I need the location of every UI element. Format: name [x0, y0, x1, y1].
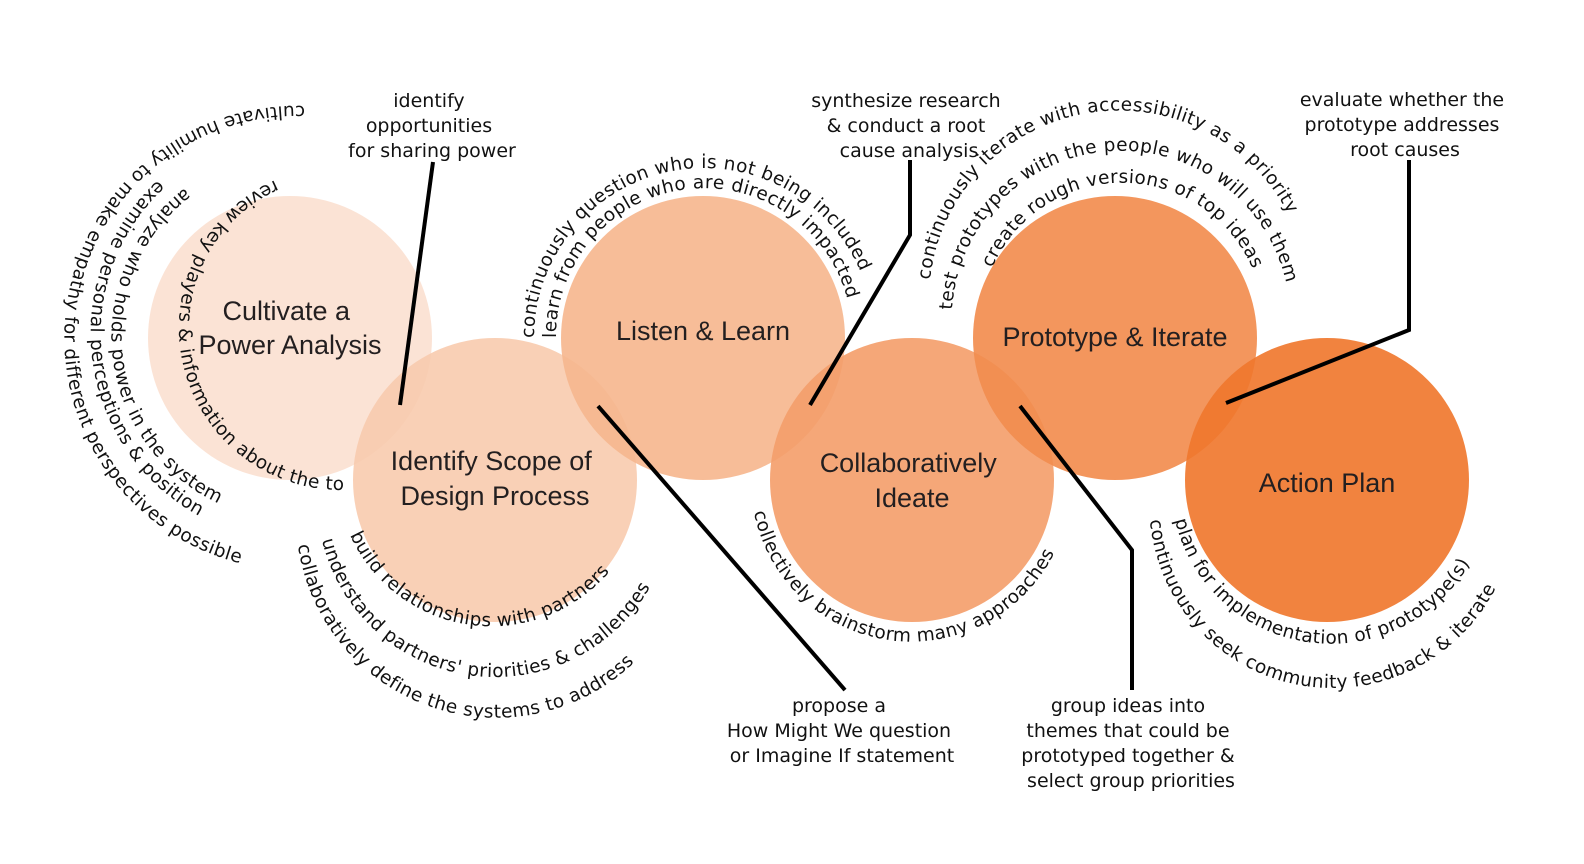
stage-title-prototype-iterate: Prototype & Iterate: [1002, 322, 1227, 352]
leader-line-synthesize: [808, 160, 912, 407]
leader-line-sharing-power: [398, 161, 435, 406]
stage-circle-collaboratively-ideate[interactable]: [770, 338, 1054, 622]
stage-title-listen-learn: Listen & Learn: [616, 316, 790, 346]
stage-title-identify-scope: Identify Scope of Design Process: [391, 446, 600, 511]
callouts: identify opportunities for sharing power…: [348, 89, 1510, 792]
callout-evaluate: evaluate whether the prototype addresses…: [1300, 89, 1510, 161]
leader-line-propose: [596, 404, 847, 692]
stage-title-power-analysis: Cultivate a Power Analysis: [198, 296, 381, 360]
leader-line-evaluate: [1225, 160, 1411, 405]
stage-titles: Cultivate a Power Analysis Identify Scop…: [198, 296, 1395, 513]
stage-circle-action-plan[interactable]: [1185, 338, 1469, 622]
callout-propose: propose a How Might We question or Imagi…: [727, 695, 957, 767]
callout-sharing-power: identify opportunities for sharing power: [348, 90, 516, 162]
stage-circle-prototype-iterate[interactable]: [973, 196, 1257, 480]
stage-circles: [148, 196, 1469, 622]
stage-circle-identify-scope[interactable]: [353, 338, 637, 622]
stage-title-collaboratively-ideate: Collaboratively Ideate: [820, 448, 1005, 513]
leader-line-group-ideas: [1018, 404, 1134, 690]
callout-group-ideas: group ideas into themes that could be pr…: [1021, 695, 1240, 792]
stage-title-action-plan: Action Plan: [1259, 468, 1396, 498]
callout-synthesize: synthesize research & conduct a root cau…: [811, 90, 1007, 162]
stage-circle-power-analysis[interactable]: [148, 196, 432, 480]
leader-lines: [398, 160, 1411, 692]
stage-circle-listen-learn[interactable]: [561, 196, 845, 480]
